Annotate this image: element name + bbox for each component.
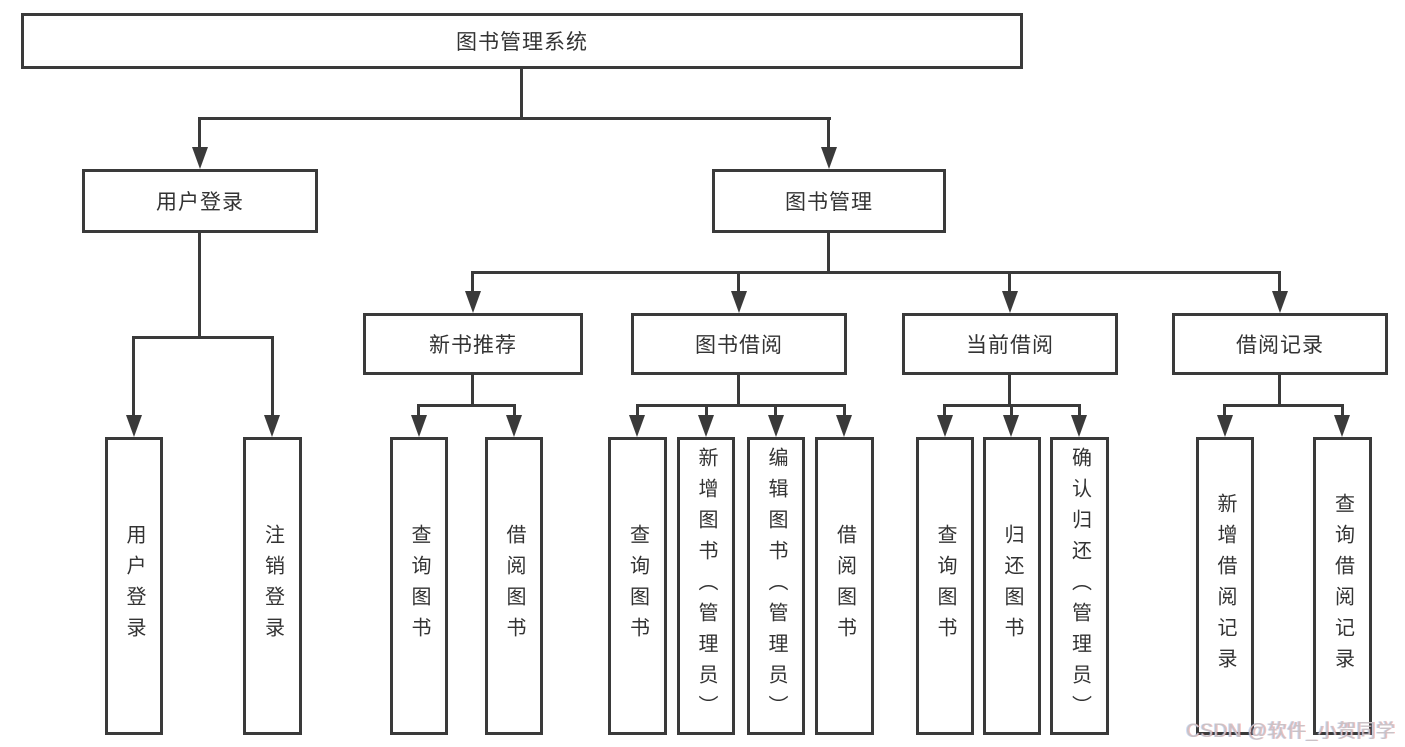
connector-to-leaf-c4 xyxy=(843,407,846,417)
connector-to-book-mgmt xyxy=(827,120,830,148)
connector-current-crossbar xyxy=(943,404,1081,407)
leaf-borrow-books: 借阅图书 xyxy=(815,437,874,735)
leaf-user-login: 用户登录 xyxy=(105,437,163,735)
connector-to-user-login xyxy=(198,120,201,148)
arrowhead-down-leaf-d2 xyxy=(1003,415,1019,437)
leaf-current-query-books: 查询图书 xyxy=(916,437,974,735)
connector-current-stem xyxy=(1008,373,1011,406)
leaf-user-login-label: 用户登录 xyxy=(123,524,145,648)
arrowhead-down-leaf-c2 xyxy=(698,415,714,437)
leaf-current-query-books-label: 查询图书 xyxy=(934,524,956,648)
node-root-label: 图书管理系统 xyxy=(456,31,588,54)
connector-root-stem xyxy=(520,67,523,117)
connector-to-new-book xyxy=(471,274,474,293)
leaf-newbook-query-books: 查询图书 xyxy=(390,437,448,735)
leaf-logout: 注销登录 xyxy=(243,437,302,735)
connector-to-leaf-e2 xyxy=(1341,407,1344,417)
arrowhead-down-leaf-c3 xyxy=(768,415,784,437)
connector-book-mgmt-stem xyxy=(827,231,830,271)
leaf-add-borrow-record-label: 新增借阅记录 xyxy=(1214,493,1236,679)
node-book-borrowing-label: 图书借阅 xyxy=(695,334,783,357)
arrowhead-down-book-borrowing xyxy=(731,291,747,313)
node-new-book-recommend: 新书推荐 xyxy=(363,313,583,375)
connector-to-leaf-d1 xyxy=(943,407,946,417)
arrowhead-down-leaf-b2 xyxy=(506,415,522,437)
connector-records-crossbar xyxy=(1223,404,1344,407)
csdn-watermark: CSDN @软件_小贺同学 xyxy=(1186,721,1396,742)
leaf-confirm-return-admin: 确认归还（管理员） xyxy=(1050,437,1109,735)
leaf-return-books: 归还图书 xyxy=(983,437,1041,735)
connector-to-leaf-c1 xyxy=(636,407,639,417)
connector-records-stem xyxy=(1278,373,1281,406)
connector-to-leaf-e1 xyxy=(1223,407,1226,417)
connector-user-login-stem xyxy=(198,231,201,336)
leaf-newbook-borrow-books: 借阅图书 xyxy=(485,437,543,735)
node-book-borrowing: 图书借阅 xyxy=(631,313,847,375)
leaf-newbook-query-books-label: 查询图书 xyxy=(408,524,430,648)
node-root-book-management-system: 图书管理系统 xyxy=(21,13,1023,69)
node-book-management-label: 图书管理 xyxy=(785,191,873,214)
node-borrowing-records: 借阅记录 xyxy=(1172,313,1388,375)
node-current-borrowing: 当前借阅 xyxy=(902,313,1118,375)
leaf-edit-book-admin: 编辑图书（管理员） xyxy=(747,437,805,735)
arrowhead-down-leaf-d1 xyxy=(937,415,953,437)
node-new-book-recommend-label: 新书推荐 xyxy=(429,334,517,357)
connector-newbook-stem xyxy=(471,373,474,406)
arrowhead-down-book-mgmt xyxy=(821,147,837,169)
arrowhead-down-borrowing-records xyxy=(1272,291,1288,313)
leaf-return-books-label: 归还图书 xyxy=(1001,524,1023,648)
connector-to-leaf-user-login xyxy=(132,337,135,417)
arrowhead-down-leaf-c1 xyxy=(629,415,645,437)
connector-to-leaf-logout xyxy=(271,337,274,417)
connector-to-leaf-d2 xyxy=(1010,407,1013,417)
connector-to-leaf-d3 xyxy=(1078,407,1081,417)
leaf-add-book-admin: 新增图书（管理员） xyxy=(677,437,735,735)
arrowhead-down-new-book xyxy=(465,291,481,313)
arrowhead-down-leaf-e1 xyxy=(1217,415,1233,437)
arrowhead-down-leaf-user-login xyxy=(126,415,142,437)
leaf-borrow-query-books-label: 查询图书 xyxy=(626,524,649,648)
connector-to-leaf-c3 xyxy=(774,407,777,417)
node-borrowing-records-label: 借阅记录 xyxy=(1236,334,1324,357)
node-book-management: 图书管理 xyxy=(712,169,946,233)
connector-book-mgmt-crossbar xyxy=(471,271,1281,274)
arrowhead-down-leaf-e2 xyxy=(1334,415,1350,437)
leaf-borrow-query-books: 查询图书 xyxy=(608,437,667,735)
connector-borrowing-crossbar xyxy=(636,404,846,407)
connector-to-leaf-c2 xyxy=(705,407,708,417)
node-user-login-label: 用户登录 xyxy=(156,191,244,214)
leaf-edit-book-admin-label: 编辑图书（管理员） xyxy=(765,446,787,726)
leaf-logout-label: 注销登录 xyxy=(261,524,284,648)
arrowhead-down-leaf-d3 xyxy=(1071,415,1087,437)
connector-to-borrowing-records xyxy=(1278,274,1281,293)
connector-borrowing-stem xyxy=(737,373,740,406)
arrowhead-down-user-login xyxy=(192,147,208,169)
leaf-add-book-admin-label: 新增图书（管理员） xyxy=(695,446,717,726)
connector-to-book-borrowing xyxy=(737,274,740,293)
leaf-add-borrow-record: 新增借阅记录 xyxy=(1196,437,1254,735)
connector-to-current-borrowing xyxy=(1008,274,1011,293)
leaf-confirm-return-admin-label: 确认归还（管理员） xyxy=(1068,446,1091,726)
node-user-login: 用户登录 xyxy=(82,169,318,233)
arrowhead-down-leaf-c4 xyxy=(836,415,852,437)
leaf-query-borrow-record: 查询借阅记录 xyxy=(1313,437,1372,735)
arrowhead-down-leaf-logout xyxy=(264,415,280,437)
leaf-borrow-books-label: 借阅图书 xyxy=(833,524,856,648)
connector-user-login-crossbar xyxy=(132,336,274,339)
arrowhead-down-current-borrowing xyxy=(1002,291,1018,313)
connector-to-leaf-b2 xyxy=(513,407,516,417)
connector-to-leaf-b1 xyxy=(417,407,420,417)
leaf-query-borrow-record-label: 查询借阅记录 xyxy=(1331,493,1354,679)
leaf-newbook-borrow-books-label: 借阅图书 xyxy=(503,524,525,648)
node-current-borrowing-label: 当前借阅 xyxy=(966,334,1054,357)
arrowhead-down-leaf-b1 xyxy=(411,415,427,437)
connector-root-crossbar xyxy=(198,117,831,120)
connector-newbook-crossbar xyxy=(417,404,516,407)
